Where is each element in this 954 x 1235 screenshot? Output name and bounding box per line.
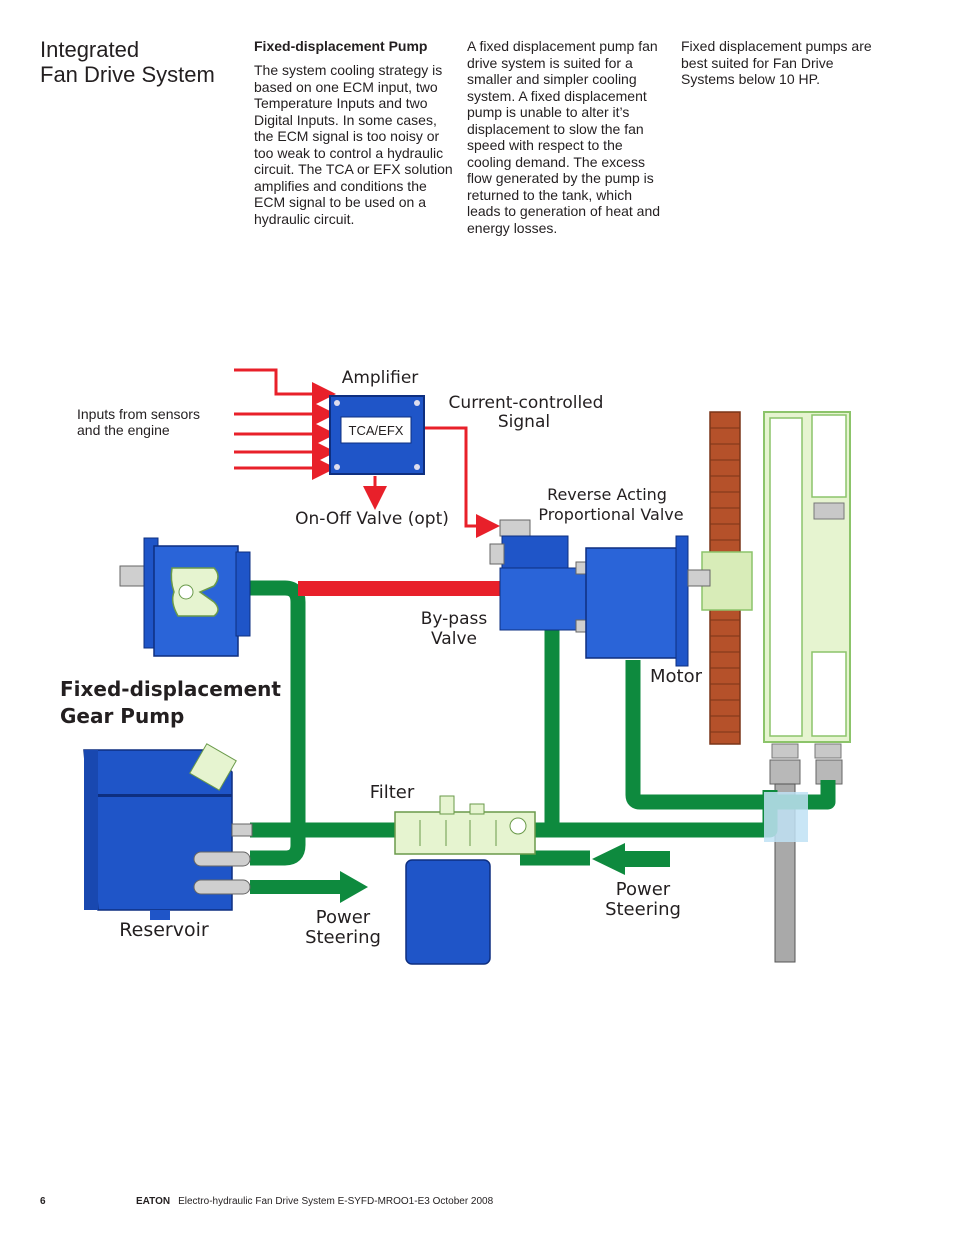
column-1-text: The system cooling strategy is based on … bbox=[254, 62, 453, 227]
title-line-1: Integrated bbox=[40, 37, 140, 62]
column-2: A fixed displacement pump fan drive syst… bbox=[467, 38, 667, 236]
reservoir bbox=[83, 743, 253, 920]
reservoir-label: Reservoir bbox=[119, 919, 209, 941]
page-title: Integrated Fan Drive System bbox=[40, 37, 215, 87]
column-1-heading: Fixed-displacement Pump bbox=[254, 38, 428, 54]
bypass-valve-line1: By-pass bbox=[421, 609, 488, 629]
column-2-text: A fixed displacement pump fan drive syst… bbox=[467, 38, 661, 236]
power-steering-left-line2: Steering bbox=[305, 927, 381, 948]
column-3-text: Fixed displacement pumps are best suited… bbox=[681, 38, 872, 87]
current-signal-line1: Current-controlled bbox=[449, 393, 604, 413]
onoff-valve-label: On-Off Valve (opt) bbox=[295, 509, 449, 529]
power-steering-left-line1: Power bbox=[316, 907, 371, 928]
amplifier-box: TCA/EFX bbox=[329, 395, 425, 475]
valve-motor bbox=[489, 519, 711, 667]
amplifier-label: Amplifier bbox=[342, 368, 419, 388]
filter-label: Filter bbox=[370, 782, 415, 803]
filter bbox=[394, 795, 536, 965]
brand-name: EATON bbox=[136, 1196, 171, 1207]
pump-label-line2: Gear Pump bbox=[60, 704, 184, 728]
title-line-2: Fan Drive System bbox=[40, 62, 215, 87]
page-footer: 6 EATON Electro-hydraulic Fan Drive Syst… bbox=[40, 1196, 493, 1207]
signal-lines bbox=[234, 368, 500, 538]
power-steering-right-line2: Steering bbox=[605, 899, 681, 920]
bypass-valve-line2: Valve bbox=[431, 629, 477, 649]
fan bbox=[701, 411, 753, 745]
page-number: 6 bbox=[40, 1196, 46, 1207]
radiator bbox=[763, 411, 851, 963]
column-3: Fixed displacement pumps are best suited… bbox=[681, 38, 881, 88]
fan-drive-diagram: TCA/EFX bbox=[60, 368, 851, 965]
reverse-valve-line1: Reverse Acting bbox=[547, 485, 667, 504]
inputs-label-line1: Inputs from sensors bbox=[77, 406, 200, 422]
power-steering-arrows bbox=[250, 843, 670, 903]
reverse-valve-line2: Proportional Valve bbox=[538, 505, 683, 524]
column-1: Fixed-displacement Pump The system cooli… bbox=[254, 38, 454, 227]
inputs-label-line2: and the engine bbox=[77, 422, 170, 438]
motor-label: Motor bbox=[650, 666, 703, 687]
gear-pump bbox=[119, 537, 251, 657]
pump-label-line1: Fixed-displacement bbox=[60, 677, 281, 701]
document-reference: Electro-hydraulic Fan Drive System E-SYF… bbox=[178, 1196, 494, 1207]
power-steering-right-line1: Power bbox=[616, 879, 671, 900]
tca-efx-label: TCA/EFX bbox=[349, 423, 404, 438]
current-signal-line2: Signal bbox=[498, 412, 550, 432]
bypass-line bbox=[298, 581, 503, 596]
pipe-collar bbox=[764, 792, 808, 842]
